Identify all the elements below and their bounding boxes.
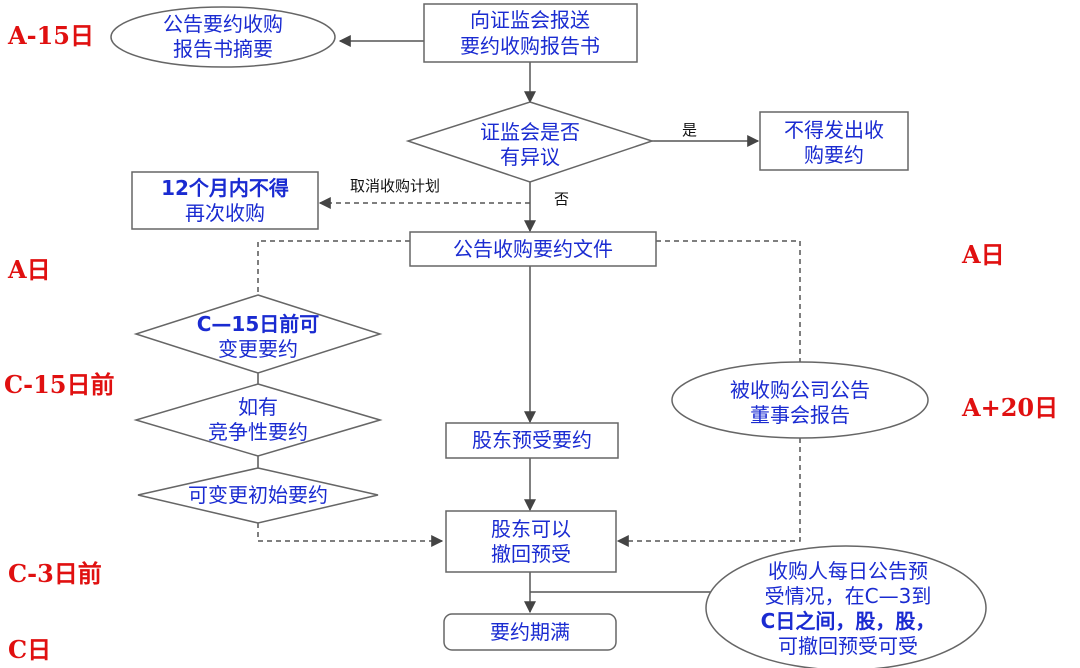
node-target-board-line2: 董事会报告 [750,403,850,427]
node-daily-announce-line4: 可撤回预受可受 [778,634,918,658]
node-csrc-objection-shape [405,101,655,183]
edge-label-cancel-plan: 取消收购计划 [350,177,440,195]
edge-label-yes: 是 [682,121,697,139]
time-label-c: C日 [8,635,52,664]
node-change-initial-text: 可变更初始要约 [188,483,328,507]
node-no-offer-line2: 购要约 [804,143,864,167]
node-announce-offer-text: 公告收购要约文件 [453,237,613,261]
node-offer-expire-text: 要约期满 [490,620,570,644]
node-no-offer-line1: 不得发出收 [784,118,884,142]
edge-right-dashed-loop [656,240,801,362]
node-shareholder-withdraw-line1: 股东可以 [491,517,571,541]
node-no-reacquire-line1: 12个月内不得 [161,176,289,200]
node-change-initial-shape [137,467,379,524]
node-csrc-objection-line2: 有异议 [500,145,560,169]
node-daily-announce-line3: C日之间，股，股， [761,609,936,633]
time-label-a-minus-15: A-15日 [8,21,94,50]
node-report-summary-shape [110,6,336,68]
node-change-offer-line2: 变更要约 [218,337,298,361]
node-shareholder-withdraw-line2: 撤回预受 [491,542,571,566]
node-offer-expire-shape [443,613,617,651]
node-daily-announce-line2: 受情况，在C—3到 [765,584,932,608]
node-no-reacquire-shape [131,171,319,230]
node-competing-offer-line2: 竞争性要约 [208,420,308,444]
time-label-a-plus-20: A+20日 [962,393,1059,422]
node-shareholder-accept-text: 股东预受要约 [472,428,592,452]
edge-right-to-withdraw [616,438,801,547]
edge-left-to-withdraw [257,523,444,547]
node-report-summary-line1: 公告要约收购 [163,12,283,36]
node-target-board-line1: 被收购公司公告 [730,378,870,402]
node-shareholder-withdraw-shape [445,510,617,573]
node-announce-offer-shape [409,231,657,267]
node-daily-announce-shape [705,545,987,668]
time-label-a-left: A日 [8,255,51,284]
node-change-offer-shape [133,294,383,374]
node-submit-report-shape [423,3,638,63]
edge-left-dashed-loop [257,240,410,295]
node-competing-offer-line1: 如有 [238,395,278,419]
time-label-a-right: A日 [962,240,1005,269]
node-no-reacquire-line2: 再次收购 [185,201,265,225]
node-daily-announce-line1: 收购人每日公告预 [768,559,928,583]
node-submit-report-line1: 向证监会报送 [470,8,590,32]
node-shareholder-accept-shape [445,422,619,459]
node-target-board-shape [671,361,929,439]
node-no-offer-shape [759,111,909,171]
node-competing-offer-shape [133,383,383,457]
node-csrc-objection-line1: 证监会是否 [480,120,580,144]
time-label-c-minus-3: C-3日前 [8,559,102,588]
edge-label-no: 否 [554,190,569,208]
node-submit-report-line2: 要约收购报告书 [460,34,600,58]
node-report-summary-line2: 报告书摘要 [173,37,273,61]
node-change-offer-line1: C—15日前可 [197,312,320,336]
time-label-c-minus-15: C-15日前 [4,370,115,399]
